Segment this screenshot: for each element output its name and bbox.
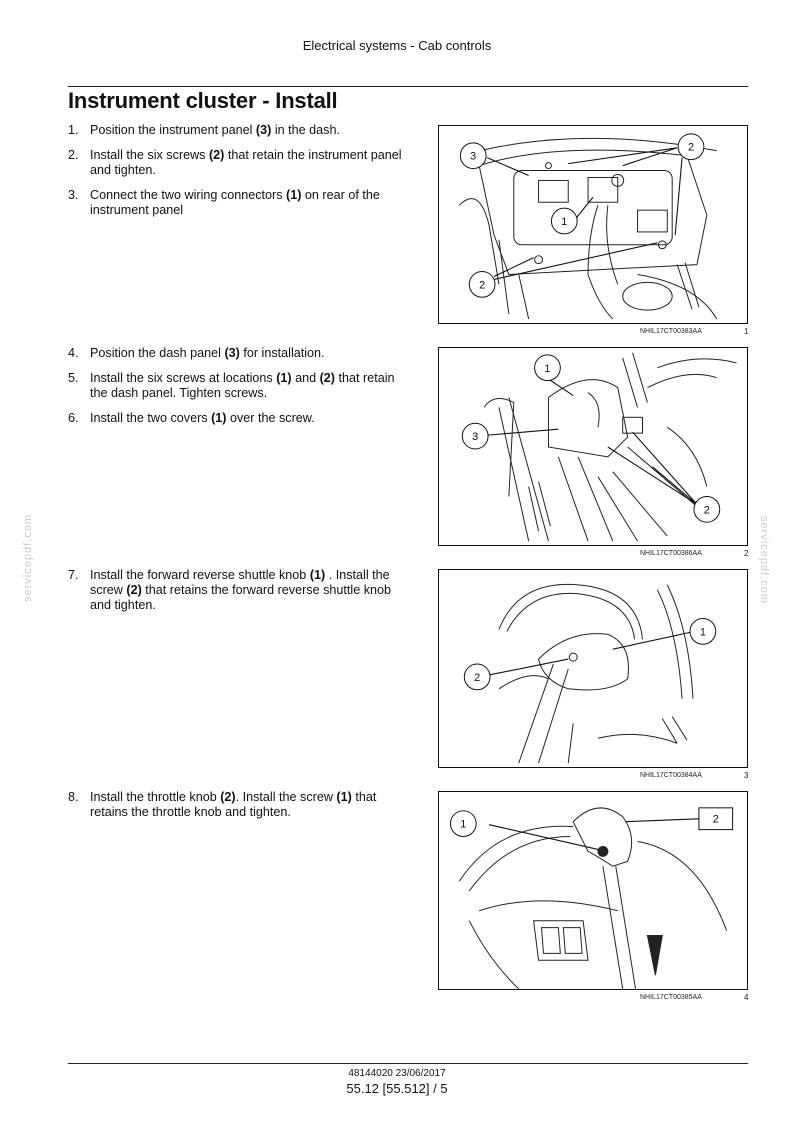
footer-document-number: 48144020 23/06/2017 xyxy=(348,1068,446,1079)
figure-1-illustration: 3 2 1 2 xyxy=(459,133,718,320)
section-title: Instrument cluster - Install xyxy=(68,88,338,113)
step-item: 1.Position the instrument panel (3) in t… xyxy=(68,123,340,137)
figure-reference: NHIL17CT00386AA xyxy=(640,550,702,557)
callout-label: 2 xyxy=(474,672,480,684)
watermark-right: servicepdf.com xyxy=(758,516,770,604)
step-item: 8.Install the throttle knob (2). Install… xyxy=(68,790,377,819)
step-item: 4.Position the dash panel (3) for instal… xyxy=(68,346,325,360)
steps-group-4: 8.Install the throttle knob (2). Install… xyxy=(68,790,410,830)
callout-label: 1 xyxy=(561,216,567,228)
steps-group-3: 7.Install the forward reverse shuttle kn… xyxy=(68,568,410,623)
step-item: 5.Install the six screws at locations (1… xyxy=(68,371,395,400)
callout-label: 1 xyxy=(700,626,706,638)
figure-reference: NHIL17CT00385AA xyxy=(640,994,702,1001)
callout-label: 3 xyxy=(470,151,476,163)
figure-reference: NHIL17CT00383AA xyxy=(640,328,702,335)
step-item: 3.Connect the two wiring connectors (1) … xyxy=(68,188,380,217)
figure-number: 4 xyxy=(744,993,749,1002)
callout-label: 2 xyxy=(479,279,485,291)
running-header: Electrical systems - Cab controls xyxy=(302,38,492,53)
figure-3-shuttle-knob: 1 2 xyxy=(438,569,748,768)
figure-4-throttle-knob: 1 2 xyxy=(438,791,748,990)
callout-label: 1 xyxy=(544,363,550,375)
figure-number: 1 xyxy=(744,327,749,336)
steps-group-1: 1.Position the instrument panel (3) in t… xyxy=(68,123,410,228)
header-rule xyxy=(68,86,748,87)
callout-label: 3 xyxy=(472,431,478,443)
callout-label: 1 xyxy=(460,819,466,831)
step-item: 2.Install the six screws (2) that retain… xyxy=(68,148,402,177)
step-item: 6.Install the two covers (1) over the sc… xyxy=(68,411,315,425)
callout-label: 2 xyxy=(688,142,694,154)
figure-number: 3 xyxy=(744,771,749,780)
callout-label: 2 xyxy=(704,504,710,516)
figure-1-instrument-panel: 3 2 1 2 xyxy=(438,125,748,324)
figure-2-dash-panel: 1 3 2 xyxy=(438,347,748,546)
figure-reference: NHIL17CT00384AA xyxy=(640,772,702,779)
watermark-left: servicepdf.com xyxy=(22,514,34,602)
footer-rule xyxy=(68,1063,748,1064)
figure-3-illustration: 1 2 xyxy=(463,583,717,764)
figure-2-illustration: 1 3 2 xyxy=(461,352,737,542)
callout-label: 2 xyxy=(713,814,719,826)
figure-4-illustration: 1 2 xyxy=(449,807,734,989)
step-item: 7.Install the forward reverse shuttle kn… xyxy=(68,568,392,612)
footer-page-number: 55.12 [55.512] / 5 xyxy=(346,1081,448,1096)
steps-group-2: 4.Position the dash panel (3) for instal… xyxy=(68,346,410,436)
figure-number: 2 xyxy=(744,549,749,558)
